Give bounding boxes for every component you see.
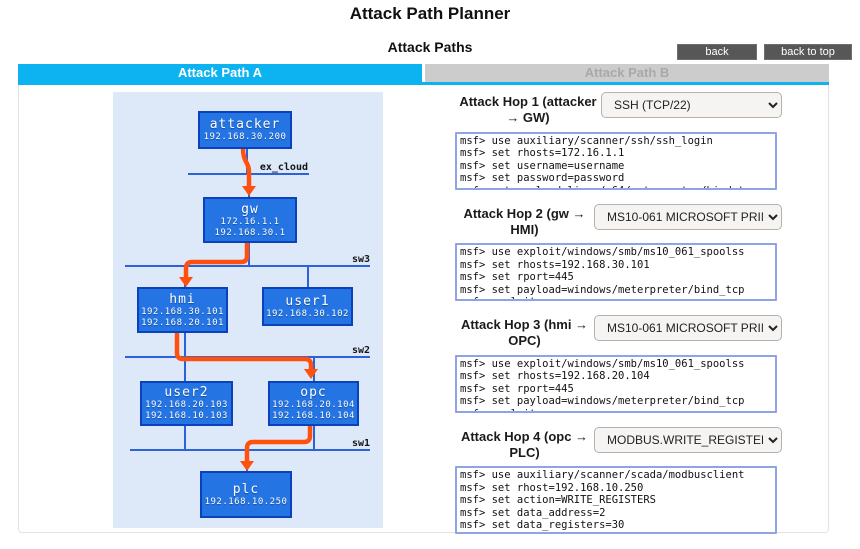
bus-label-sw2: sw2 (351, 345, 370, 356)
hop2-label: Attack Hop 2 (gw → HMI) (463, 205, 586, 237)
node-plc-ip: 192.168.10.250 (204, 496, 288, 507)
node-hmi-name: hmi (169, 291, 196, 307)
node-hmi: hmi 192.168.30.101 192.168.20.101 (137, 287, 228, 333)
hop1-commands-textarea[interactable]: msf> use auxiliary/scanner/ssh/ssh_login… (455, 131, 777, 190)
node-plc: plc 192.168.10.250 (200, 471, 292, 518)
node-opc-ip1: 192.168.20.104 (272, 400, 355, 410)
node-gw: gw 172.16.1.1 192.168.30.1 (203, 197, 297, 243)
attack-hops-column: Attack Hop 1 (attacker → GW) SSH (TCP/22… (455, 92, 782, 539)
hop2-technique-select[interactable]: MS10-061 MICROSOFT PRINT SPOO (594, 203, 782, 230)
back-button[interactable]: back (677, 44, 757, 60)
hop3-technique-select[interactable]: MS10-061 MICROSOFT PRINT SPOO (594, 315, 782, 341)
bus-label-sw1: sw1 (351, 438, 370, 449)
node-user1: user1 192.168.30.102 (262, 287, 353, 326)
hop4-header-row: Attack Hop 4 (opc → PLC) MODBUS.WRITE_RE… (455, 426, 782, 462)
node-user2: user2 192.168.20.103 192.168.10.103 (140, 381, 233, 426)
hop2-commands-textarea[interactable]: msf> use exploit/windows/smb/ms10_061_sp… (455, 243, 777, 301)
bus-label-ex-cloud: ex_cloud (259, 162, 308, 173)
node-user2-ip2: 192.168.10.103 (145, 411, 228, 421)
node-user1-name: user1 (285, 293, 330, 309)
node-plc-name: plc (232, 481, 260, 497)
node-attacker: attacker 192.168.30.200 (198, 111, 292, 149)
node-user1-ip: 192.168.30.102 (266, 308, 349, 319)
node-gw-ip2: 192.168.30.1 (214, 227, 286, 238)
hop4-commands-textarea[interactable]: msf> use auxiliary/scanner/scada/modbusc… (455, 466, 777, 534)
node-user2-ip1: 192.168.20.103 (145, 400, 228, 410)
hop3-label: Attack Hop 3 (hmi → OPC) (460, 317, 589, 349)
node-hmi-ip2: 192.168.20.101 (141, 317, 224, 328)
hop4-technique-select[interactable]: MODBUS.WRITE_REGISTER.CHANG (594, 426, 782, 453)
node-hmi-ip1: 192.168.30.101 (141, 306, 224, 317)
attack-path-tabs: Attack Path A Attack Path B (18, 64, 829, 85)
hop1-label: Attack Hop 1 (attacker → GW) (459, 94, 597, 126)
node-attacker-name: attacker (209, 117, 281, 132)
network-diagram: ex_cloud sw3 sw2 sw1 attacker 192.168.30… (113, 92, 383, 528)
node-opc-ip2: 192.168.10.104 (272, 411, 355, 421)
top-button-group: back back to top (677, 44, 852, 60)
node-gw-name: gw (241, 201, 259, 217)
node-opc: opc 192.168.20.104 192.168.10.104 (268, 381, 359, 426)
tab-attack-path-a[interactable]: Attack Path A (18, 64, 422, 82)
node-attacker-ip: 192.168.30.200 (203, 132, 287, 142)
hop3-commands-textarea[interactable]: msf> use exploit/windows/smb/ms10_061_sp… (455, 354, 777, 413)
hop3-header-row: Attack Hop 3 (hmi → OPC) MS10-061 MICROS… (455, 315, 782, 350)
network-links-layer (125, 148, 370, 471)
node-user2-name: user2 (164, 385, 209, 400)
section-title: Attack Paths (387, 39, 473, 55)
back-to-top-button[interactable]: back to top (764, 44, 852, 60)
node-gw-ip1: 172.16.1.1 (220, 216, 280, 227)
node-opc-name: opc (300, 385, 327, 400)
attack-path-arrows (174, 148, 314, 462)
hop2-header-row: Attack Hop 2 (gw → HMI) MS10-061 MICROSO… (455, 203, 782, 239)
hop1-header-row: Attack Hop 1 (attacker → GW) SSH (TCP/22… (455, 92, 782, 127)
attack-path-a-panel: ex_cloud sw3 sw2 sw1 attacker 192.168.30… (18, 85, 829, 534)
tab-attack-path-b[interactable]: Attack Path B (425, 64, 829, 82)
page-title: Attack Path Planner (349, 4, 511, 23)
bus-label-sw3: sw3 (351, 254, 370, 265)
hop4-label: Attack Hop 4 (opc → PLC) (460, 428, 589, 460)
attack-path-arrowheads (179, 186, 318, 471)
hop1-technique-select[interactable]: SSH (TCP/22) (600, 92, 782, 118)
